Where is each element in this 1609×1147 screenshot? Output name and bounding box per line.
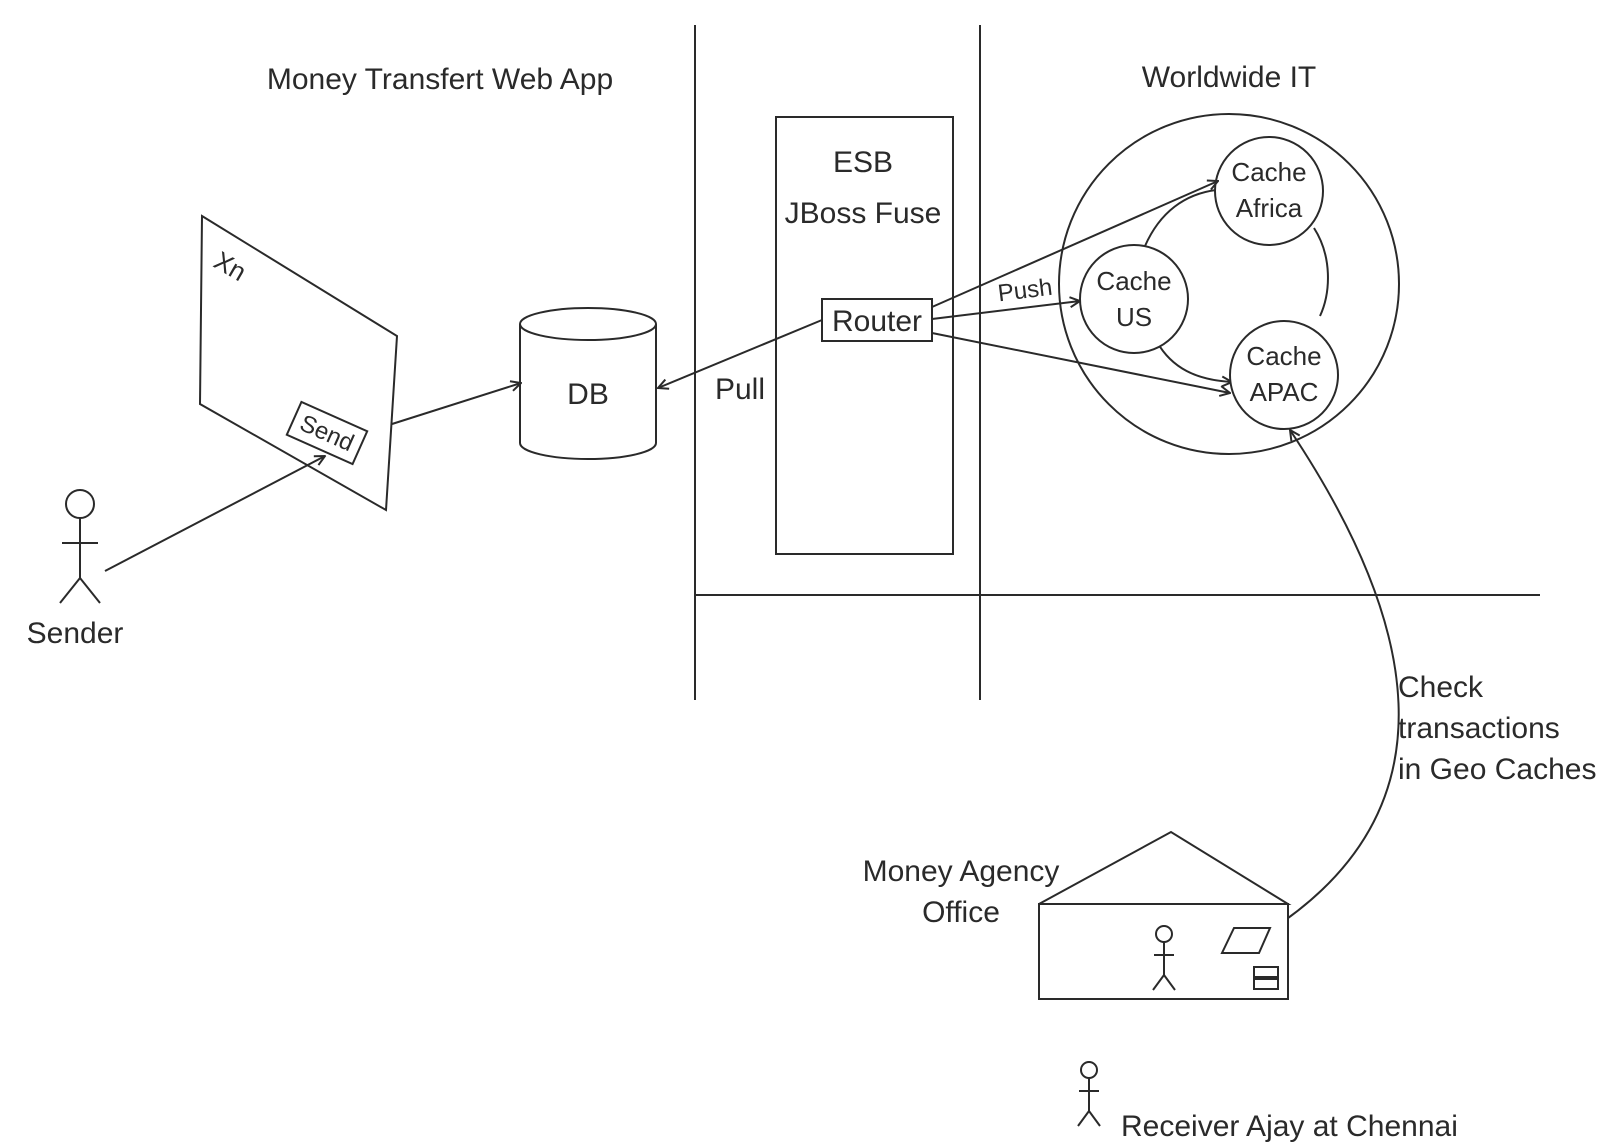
arrow-office-to-apac [1257, 430, 1400, 939]
cache-us-node [1079, 244, 1189, 354]
esb-title: ESB [833, 146, 893, 179]
pull-label: Pull [715, 373, 765, 406]
arrow-router-pull-db [658, 319, 823, 388]
sender-person-icon [59, 489, 101, 604]
esb-subtitle: JBoss Fuse [785, 197, 942, 230]
office-label-2: Office [922, 896, 1000, 929]
cache-ring-arc-1 [1144, 189, 1217, 247]
transaction-form: Xn Send [198, 214, 399, 512]
push-label: Push [996, 274, 1054, 307]
terminal-device-icon [1253, 966, 1279, 990]
router-label: Router [832, 305, 922, 338]
cache-apac-label-2: APAC [1250, 377, 1319, 407]
arrow-form-to-db [391, 383, 521, 425]
database-cylinder [519, 307, 657, 460]
sender-label: Sender [27, 617, 124, 650]
arrow-router-to-us [931, 301, 1080, 320]
check-label-2: transactions [1398, 712, 1560, 745]
arrow-router-to-africa [931, 181, 1218, 308]
cache-africa-node [1214, 136, 1324, 246]
section-dividers [694, 25, 1540, 700]
arrow-sender-to-send [104, 456, 325, 572]
office-label-1: Money Agency [863, 855, 1060, 888]
router-box [821, 298, 933, 342]
flow-arrows [104, 181, 1400, 939]
cache-ring-arc-2 [1313, 227, 1329, 317]
cache-us-label-1: Cache [1096, 266, 1171, 296]
cache-apac-node [1229, 320, 1339, 430]
cache-ring-arc-3 [1156, 341, 1232, 382]
receiver-person-icon [1077, 1061, 1101, 1127]
receiver-label: Receiver Ajay at Chennai [1121, 1110, 1458, 1143]
check-label-3: in Geo Caches [1398, 753, 1596, 786]
cache-africa-label-2: Africa [1236, 193, 1303, 223]
cache-apac-label-1: Cache [1246, 341, 1321, 371]
arrow-router-to-apac [931, 332, 1230, 393]
web-app-section-title: Money Transfert Web App [267, 63, 613, 96]
clerk-person-icon [1152, 925, 1176, 991]
cache-cluster-circle [1058, 113, 1400, 455]
check-label-1: Check [1398, 671, 1484, 704]
worldwide-section-title: Worldwide IT [1142, 61, 1317, 94]
cache-us-label-2: US [1116, 302, 1152, 332]
cache-africa-label-1: Cache [1231, 157, 1306, 187]
terminal-screen-icon [1220, 927, 1272, 954]
db-label: DB [567, 378, 609, 411]
agency-office-building [1038, 830, 1292, 1000]
